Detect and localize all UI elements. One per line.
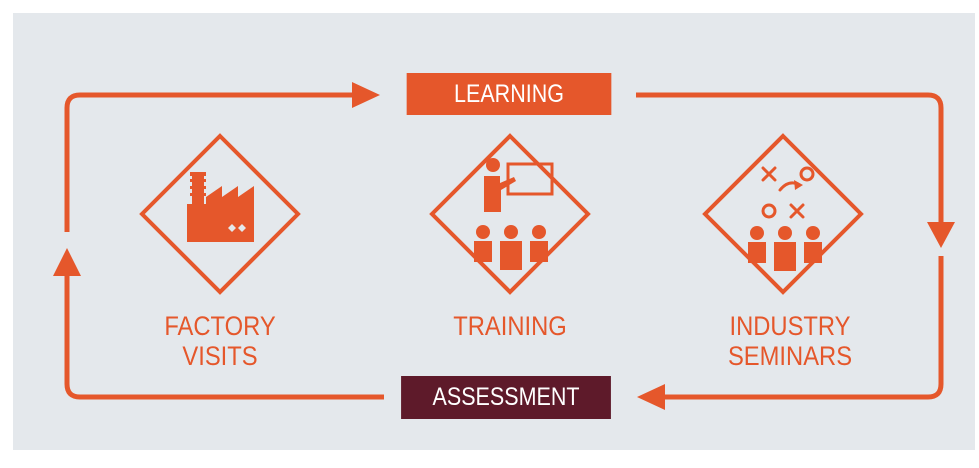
factory-visits-caption: FACTORY VISITS [141,311,299,371]
presenter-icon [474,158,554,270]
assessment-label-text: ASSESSMENT [432,383,580,411]
loop-path-top-left [64,92,352,232]
learning-label: LEARNING [406,73,612,115]
loop-path-bottom-left [64,276,384,400]
caption-line-1: INDUSTRY [729,311,851,341]
loop-path-bottom-right [665,256,944,400]
loop-path-top-right [636,92,944,222]
assessment-label: ASSESSMENT [401,376,611,419]
industry-seminars-caption: INDUSTRY SEMINARS [702,311,878,371]
arrow-right-icon [352,82,380,108]
seminars-diamond [702,133,864,295]
arrow-up-icon [53,248,81,276]
arrow-down-icon [927,222,955,248]
training-diamond [429,133,591,295]
learning-label-text: LEARNING [454,79,564,108]
factory-diamond [139,133,301,295]
caption-line-1: FACTORY [164,311,276,341]
training-caption: TRAINING [431,311,589,341]
strategy-icon [748,166,822,271]
factory-icon [187,172,254,242]
caption-line-1: TRAINING [453,311,567,341]
arrow-left-icon [637,384,665,410]
caption-line-2: SEMINARS [727,341,853,371]
caption-line-2: VISITS [182,341,258,371]
